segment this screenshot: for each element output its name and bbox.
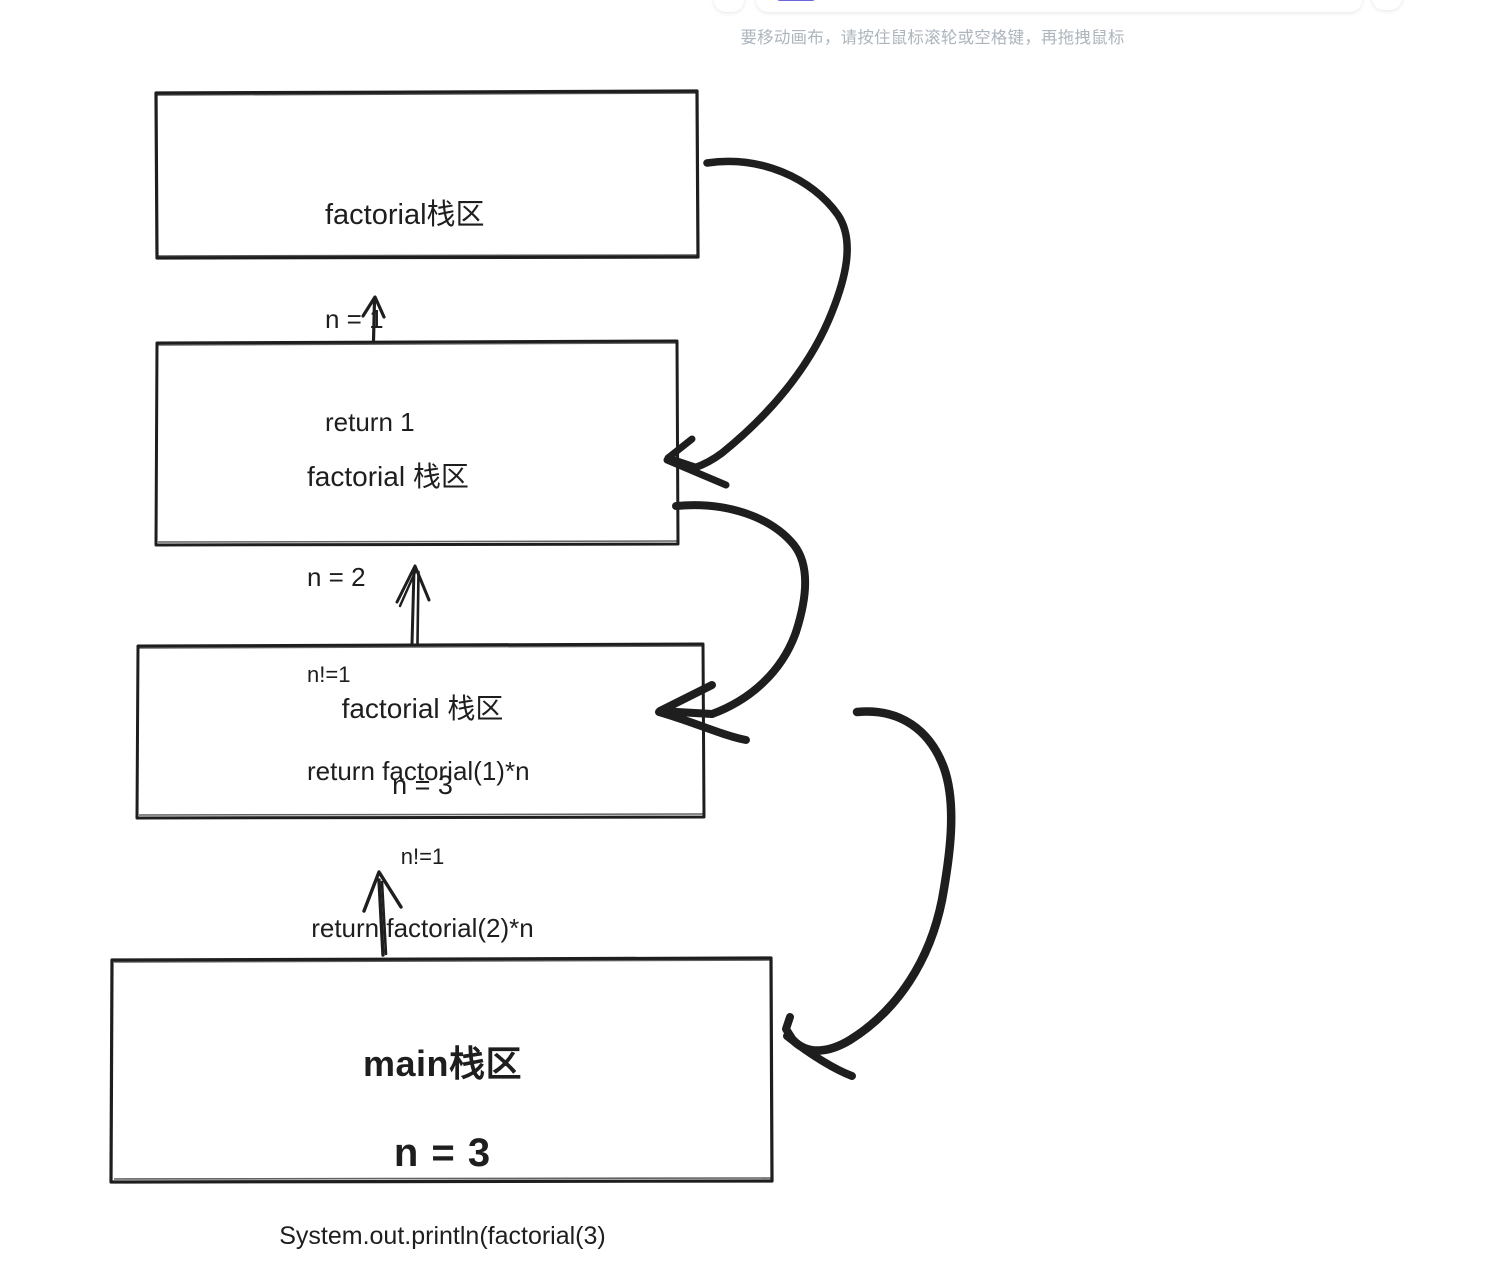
stack-frame-box-main[interactable] <box>109 956 774 1184</box>
stack-frame-text-n2: factorial 栈区 n = 2 n!=1 return factorial… <box>307 392 530 822</box>
call-arrow-main-to-factorial3[interactable] <box>362 870 403 957</box>
frame-n1-line-3: return 1 <box>325 406 415 437</box>
excalidraw-canvas[interactable] <box>0 0 1493 1228</box>
stack-frame-text-n3: factorial 栈区 n = 3 n!=1 return factorial… <box>150 650 695 966</box>
canvas-pan-hint: 要移动画布，请按住鼠标滚轮或空格键，再拖拽鼠标 <box>740 29 1125 47</box>
frame-main-line-1: main栈区 <box>362 1042 523 1084</box>
call-arrow-factorial3-to-factorial2[interactable] <box>395 564 431 646</box>
call-arrow-factorial2-to-factorial1[interactable] <box>361 295 386 343</box>
return-arrow-factorial3-to-main[interactable] <box>782 707 956 1080</box>
stack-frame-box-n2[interactable] <box>154 339 680 547</box>
frame-n1-line-1: factorial栈区 <box>325 199 485 232</box>
stack-frame-text-main: main栈区 n = 3 System.out.println(factoria… <box>120 1000 765 1273</box>
frame-n3-line-2: n = 3 <box>392 769 453 800</box>
frame-n2-line-3: n!=1 <box>307 661 351 687</box>
frame-main-line-3: System.out.println(factorial(3) <box>279 1222 606 1251</box>
return-arrow-factorial2-to-factorial3[interactable] <box>655 501 810 744</box>
frame-main-line-2: n = 3 <box>393 1130 492 1175</box>
frame-n3-line-4: return factorial(2)*n <box>311 913 534 944</box>
frame-n3-line-3: n!=1 <box>400 844 445 870</box>
frame-n1-line-2: n = 1 <box>325 304 384 335</box>
frame-n2-line-4: return factorial(1)*n <box>307 756 530 787</box>
frame-n3-line-1: factorial 栈区 <box>341 692 504 724</box>
frame-n2-line-2: n = 2 <box>307 561 366 592</box>
frame-n2-line-1: factorial 栈区 <box>307 460 469 492</box>
stack-frame-box-n1[interactable] <box>154 89 700 260</box>
return-arrow-factorial1-to-factorial2[interactable] <box>663 157 851 489</box>
stack-frame-text-n1: factorial栈区 n = 1 return 1 <box>325 128 485 473</box>
stack-frame-box-n3[interactable] <box>135 642 706 820</box>
